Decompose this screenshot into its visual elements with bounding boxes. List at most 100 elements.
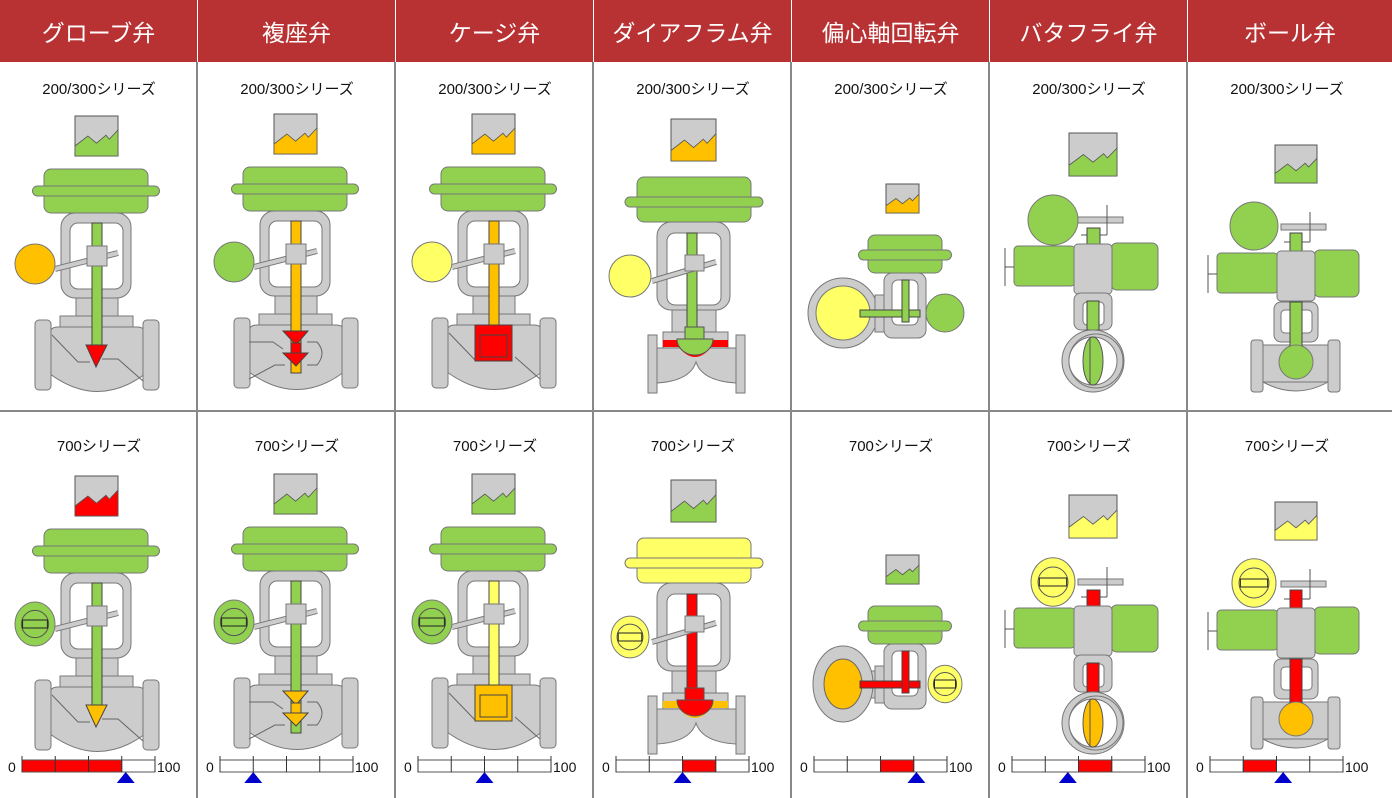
valve-stem bbox=[686, 232, 698, 334]
trend-fill bbox=[471, 126, 516, 155]
positioner-icon bbox=[213, 241, 255, 283]
gauge-marker bbox=[116, 772, 135, 783]
valve-stem-top bbox=[1289, 232, 1303, 254]
positioner-slot bbox=[22, 619, 48, 629]
series-label: 200/300シリーズ bbox=[636, 81, 750, 98]
stem-connector-block bbox=[684, 615, 705, 633]
gauge-max-label: 100 bbox=[1147, 759, 1171, 775]
actuator-cylinder-right bbox=[1110, 604, 1159, 653]
seat-line bbox=[248, 364, 285, 380]
seat-line bbox=[448, 692, 476, 721]
series-label: 700シリーズ bbox=[452, 438, 538, 455]
series-label: 200/300シリーズ bbox=[834, 81, 948, 98]
actuator-cylinder-left bbox=[1013, 245, 1076, 287]
body-flange-right bbox=[539, 677, 557, 749]
seat-line bbox=[249, 701, 284, 710]
gauge-fill bbox=[682, 759, 717, 773]
positioner-bracket bbox=[1280, 223, 1327, 231]
valve-stem bbox=[488, 220, 500, 332]
valve-stem-top bbox=[1289, 589, 1303, 611]
series-label: 200/300シリーズ bbox=[438, 81, 552, 98]
series-label: 700シリーズ bbox=[848, 438, 934, 455]
trend-fill bbox=[670, 132, 717, 162]
seat-line bbox=[51, 334, 90, 363]
gauge-min-label: 0 bbox=[1196, 759, 1204, 775]
compressor bbox=[676, 699, 714, 717]
gauge-max-label: 100 bbox=[949, 759, 973, 775]
trend-fill bbox=[1068, 509, 1118, 539]
valve-plug-lower bbox=[281, 712, 310, 727]
body-flange-right bbox=[1327, 696, 1341, 750]
seat-line bbox=[249, 341, 284, 350]
positioner-dial bbox=[219, 607, 249, 637]
positioner-bracket bbox=[1280, 580, 1327, 588]
cage-plug bbox=[479, 334, 508, 358]
valve-plug bbox=[85, 704, 108, 729]
series-label: 700シリーズ bbox=[1046, 438, 1132, 455]
positioner-dial bbox=[20, 609, 50, 639]
seat-line bbox=[248, 724, 285, 740]
stem-connector-block bbox=[285, 603, 307, 625]
column-header: ダイアフラム弁 bbox=[594, 0, 791, 62]
positioner-dial bbox=[417, 607, 447, 637]
valve-plug bbox=[85, 344, 108, 369]
trend-fill bbox=[471, 486, 516, 515]
gauge-max-label: 100 bbox=[751, 759, 775, 775]
body-flange-left bbox=[34, 319, 52, 391]
positioner-slot bbox=[221, 617, 247, 627]
actuator-flange bbox=[858, 249, 952, 261]
gauge-marker bbox=[1058, 772, 1077, 783]
actuator-flange bbox=[32, 185, 160, 197]
positioner-bracket bbox=[1077, 216, 1124, 224]
body-flange-left bbox=[1250, 339, 1264, 393]
series-label: 200/300シリーズ bbox=[1230, 81, 1344, 98]
positioner-icon bbox=[608, 254, 652, 298]
shaft bbox=[859, 309, 921, 318]
gauge-fill bbox=[880, 759, 915, 773]
valve-stem bbox=[290, 580, 302, 734]
trend-fill bbox=[74, 488, 119, 517]
gauge-max-label: 100 bbox=[553, 759, 577, 775]
positioner-slot bbox=[419, 617, 445, 627]
trend-fill bbox=[74, 128, 119, 157]
body-flange-left bbox=[1250, 696, 1264, 750]
valve-plug-upper bbox=[281, 330, 310, 346]
trend-fill bbox=[1274, 514, 1318, 541]
trend-fill bbox=[1068, 147, 1118, 177]
gauge-max-label: 100 bbox=[1345, 759, 1369, 775]
actuator-flange bbox=[231, 183, 359, 195]
positioner-slot bbox=[933, 679, 957, 689]
body-flange-right bbox=[142, 679, 160, 751]
series-label: 700シリーズ bbox=[254, 438, 340, 455]
gauge-marker bbox=[907, 772, 926, 783]
actuator-flange bbox=[858, 620, 952, 632]
column-header: 複座弁 bbox=[198, 0, 395, 62]
seat-line bbox=[514, 716, 541, 740]
series-label: 200/300シリーズ bbox=[42, 81, 156, 98]
valve-stem bbox=[290, 220, 302, 374]
positioner-icon bbox=[925, 293, 965, 333]
feedback-lever bbox=[651, 260, 717, 283]
body-flange-left bbox=[647, 334, 658, 394]
positioner-dial bbox=[1238, 567, 1270, 599]
seat-line bbox=[102, 718, 144, 742]
gauge-marker bbox=[1274, 772, 1293, 783]
seat-line bbox=[307, 341, 323, 366]
valve-stem bbox=[488, 580, 500, 692]
valve-stem bbox=[686, 593, 698, 695]
valve-plug-upper bbox=[281, 690, 310, 706]
positioner-bracket bbox=[1077, 578, 1124, 586]
gauge-min-label: 0 bbox=[998, 759, 1006, 775]
trend-fill bbox=[273, 126, 318, 155]
positioner-icon bbox=[1229, 201, 1279, 251]
positioner-slot bbox=[1239, 578, 1269, 588]
valve-stem bbox=[901, 279, 910, 323]
gauge-min-label: 0 bbox=[404, 759, 412, 775]
series-label: 700シリーズ bbox=[56, 438, 142, 455]
valve-stem-top bbox=[1086, 589, 1101, 609]
body-flange-left bbox=[431, 317, 449, 389]
compressor bbox=[676, 338, 714, 356]
actuator-flange bbox=[231, 543, 359, 555]
seat-line bbox=[102, 358, 144, 382]
actuator-cylinder-left bbox=[1216, 252, 1279, 294]
